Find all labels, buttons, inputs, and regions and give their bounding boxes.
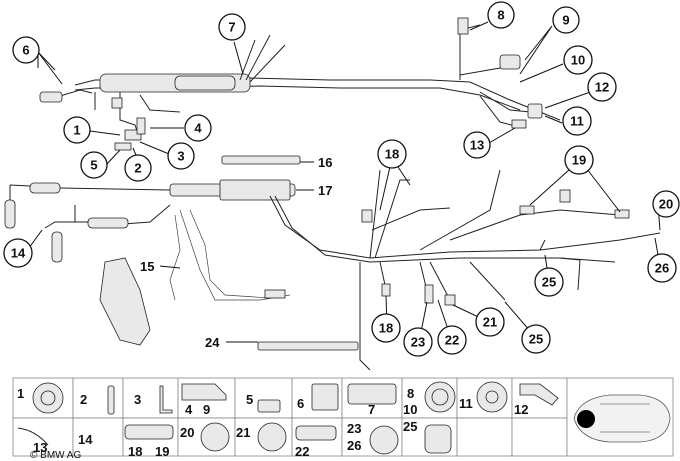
legend-label-9: 9 [203, 402, 210, 417]
legend-label-8: 8 [407, 386, 414, 401]
socket-23-26-icon [369, 425, 399, 455]
svg-text:10: 10 [571, 53, 585, 68]
svg-text:7: 7 [228, 20, 235, 35]
svg-text:18: 18 [385, 147, 399, 162]
double-plug-icon [424, 424, 452, 454]
svg-text:1: 1 [73, 123, 80, 138]
callout-4: 4 [184, 114, 212, 142]
multi-plug-icon [311, 383, 339, 411]
svg-text:6: 6 [22, 43, 29, 58]
legend-label-25: 25 [403, 419, 417, 434]
legend-part-illustrations [17, 381, 559, 455]
svg-text:26: 26 [655, 261, 669, 276]
callout-12: 12 [587, 72, 617, 102]
callout-25-bottom: 25 [521, 324, 551, 354]
pin-icon [107, 385, 115, 415]
connector-housing-icon [181, 383, 227, 401]
svg-text:9: 9 [562, 13, 569, 28]
callout-1: 1 [63, 116, 91, 144]
callout-20: 20 [652, 190, 680, 218]
svg-text:19: 19 [572, 153, 586, 168]
svg-text:25: 25 [542, 275, 556, 290]
cable-sleeve-icon [17, 427, 49, 446]
callout-6: 6 [12, 36, 40, 64]
terminal-block-icon [257, 399, 281, 413]
legend-label-7: 7 [368, 402, 375, 417]
legend-label-19: 19 [155, 444, 169, 459]
legend-label-6: 6 [297, 396, 304, 411]
svg-text:5: 5 [90, 158, 97, 173]
callout-25-top: 25 [534, 267, 564, 297]
svg-text:4: 4 [194, 121, 202, 136]
callout-9: 9 [552, 6, 580, 34]
legend-label-21: 21 [236, 425, 250, 440]
label-24: 24 [205, 335, 220, 350]
label-16: 16 [318, 155, 332, 170]
callout-2: 2 [124, 154, 152, 182]
svg-text:3: 3 [177, 149, 184, 164]
callout-13: 13 [463, 131, 491, 159]
callout-8: 8 [487, 1, 515, 29]
legend-label-22: 22 [295, 444, 309, 459]
legend-row-1-labels: 1 2 3 4 9 5 6 7 8 10 11 12 [17, 386, 528, 417]
main-harness-drawing [4, 17, 661, 371]
svg-text:20: 20 [659, 197, 673, 212]
legend-label-14: 14 [78, 432, 93, 447]
callout-21: 21 [475, 307, 505, 337]
callout-5: 5 [80, 151, 108, 179]
vehicle-location-icon [573, 394, 671, 443]
socket-20-icon [200, 422, 230, 452]
callout-23: 23 [403, 327, 433, 357]
svg-text:2: 2 [134, 161, 141, 176]
location-marker-icon [577, 410, 595, 428]
legend-label-12: 12 [514, 402, 528, 417]
legend-label-10: 10 [403, 402, 417, 417]
legend-label-11: 11 [459, 396, 473, 411]
leader-lines [25, 21, 661, 343]
svg-text:25: 25 [529, 332, 543, 347]
socket-21-icon [257, 422, 287, 452]
svg-text:12: 12 [595, 80, 609, 95]
legend-label-18: 18 [128, 444, 142, 459]
svg-text:14: 14 [11, 246, 26, 261]
svg-text:21: 21 [483, 315, 497, 330]
legend-label-4: 4 [185, 402, 193, 417]
svg-text:23: 23 [411, 335, 425, 350]
legend-label-3: 3 [134, 392, 141, 407]
svg-text:8: 8 [497, 8, 504, 23]
callout-7: 7 [218, 13, 246, 41]
legend-label-13: 13 [33, 440, 47, 455]
copyright-text: © BMW AG [30, 450, 81, 461]
callout-14: 14 [3, 238, 33, 268]
svg-text:22: 22 [445, 333, 459, 348]
callout-22: 22 [437, 325, 467, 355]
coax-connector-icon [124, 424, 174, 440]
angled-pin-icon [159, 385, 173, 414]
plug-22-icon [295, 425, 337, 441]
callout-10: 10 [563, 45, 593, 75]
legend-label-20: 20 [180, 425, 194, 440]
callout-11: 11 [562, 106, 592, 136]
svg-text:13: 13 [470, 138, 484, 153]
angled-connector-icon [519, 383, 559, 406]
legend-label-2: 2 [80, 392, 87, 407]
callout-18-top: 18 [377, 139, 407, 169]
legend-label-1: 1 [17, 386, 24, 401]
label-15: 15 [140, 259, 154, 274]
legend-label-23: 23 [347, 421, 361, 436]
svg-text:18: 18 [379, 321, 393, 336]
svg-text:11: 11 [570, 114, 584, 129]
legend-row-2-labels: 13 14 18 19 20 21 22 23 26 25 [33, 419, 417, 459]
legend-label-5: 5 [246, 392, 253, 407]
callout-18-bottom: 18 [371, 313, 401, 343]
callout-19: 19 [564, 145, 594, 175]
legend-label-26: 26 [347, 438, 361, 453]
callout-26: 26 [647, 253, 677, 283]
rubber-grommet-icon [347, 383, 397, 405]
callout-3: 3 [167, 142, 195, 170]
label-17: 17 [318, 183, 332, 198]
